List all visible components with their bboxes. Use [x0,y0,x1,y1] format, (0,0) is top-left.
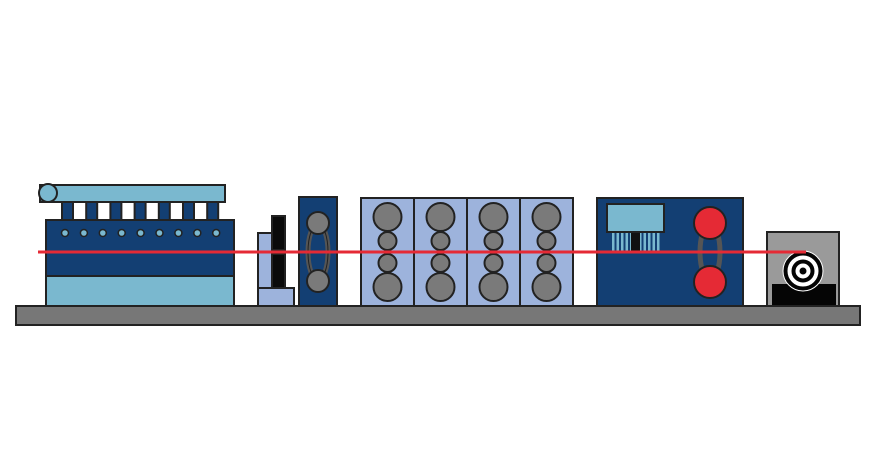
roll [425,202,456,232]
reheating-furnace [38,183,235,307]
roll [430,231,451,251]
furnace-leg [109,201,123,221]
furnace-leg [133,201,147,221]
furnace-legs [61,201,220,221]
furnace-port [174,228,183,238]
furnace-leg [61,201,74,221]
fin [643,232,646,251]
roll [478,202,509,232]
furnace-port [136,228,145,238]
fin [616,232,619,251]
furnace-port [155,228,164,238]
fin [648,232,651,251]
furnace-port [211,228,221,238]
coiler [766,231,840,307]
furnace-leg [206,201,220,221]
furnace-leg [85,201,99,221]
fin [657,232,660,251]
fin [621,232,624,251]
furnace-port [117,228,126,238]
fin [625,232,628,251]
fin [652,232,655,251]
roll [377,231,398,251]
fin [639,232,642,251]
roll [536,231,557,251]
fin [612,232,615,251]
scale-breaker [257,215,295,307]
furnace-leg [157,201,171,221]
roll [483,231,504,251]
base-platform [15,305,861,326]
furnace-leg [182,201,195,221]
furnace-ports [60,228,221,238]
roll [531,202,562,232]
furnace-port [98,228,108,238]
roll [531,272,562,302]
roll [377,253,398,273]
furnace-port [193,228,202,238]
coil-ring [798,266,808,276]
roll [372,202,403,232]
roll [425,272,456,302]
roll [536,253,557,273]
coil-icon [782,250,824,292]
furnace-port [60,228,70,238]
roll [430,253,451,273]
cooling-fins [612,232,660,251]
roll [478,272,509,302]
furnace-port [79,228,89,238]
roll [483,253,504,273]
fin-center [631,232,640,251]
roll [372,272,403,302]
